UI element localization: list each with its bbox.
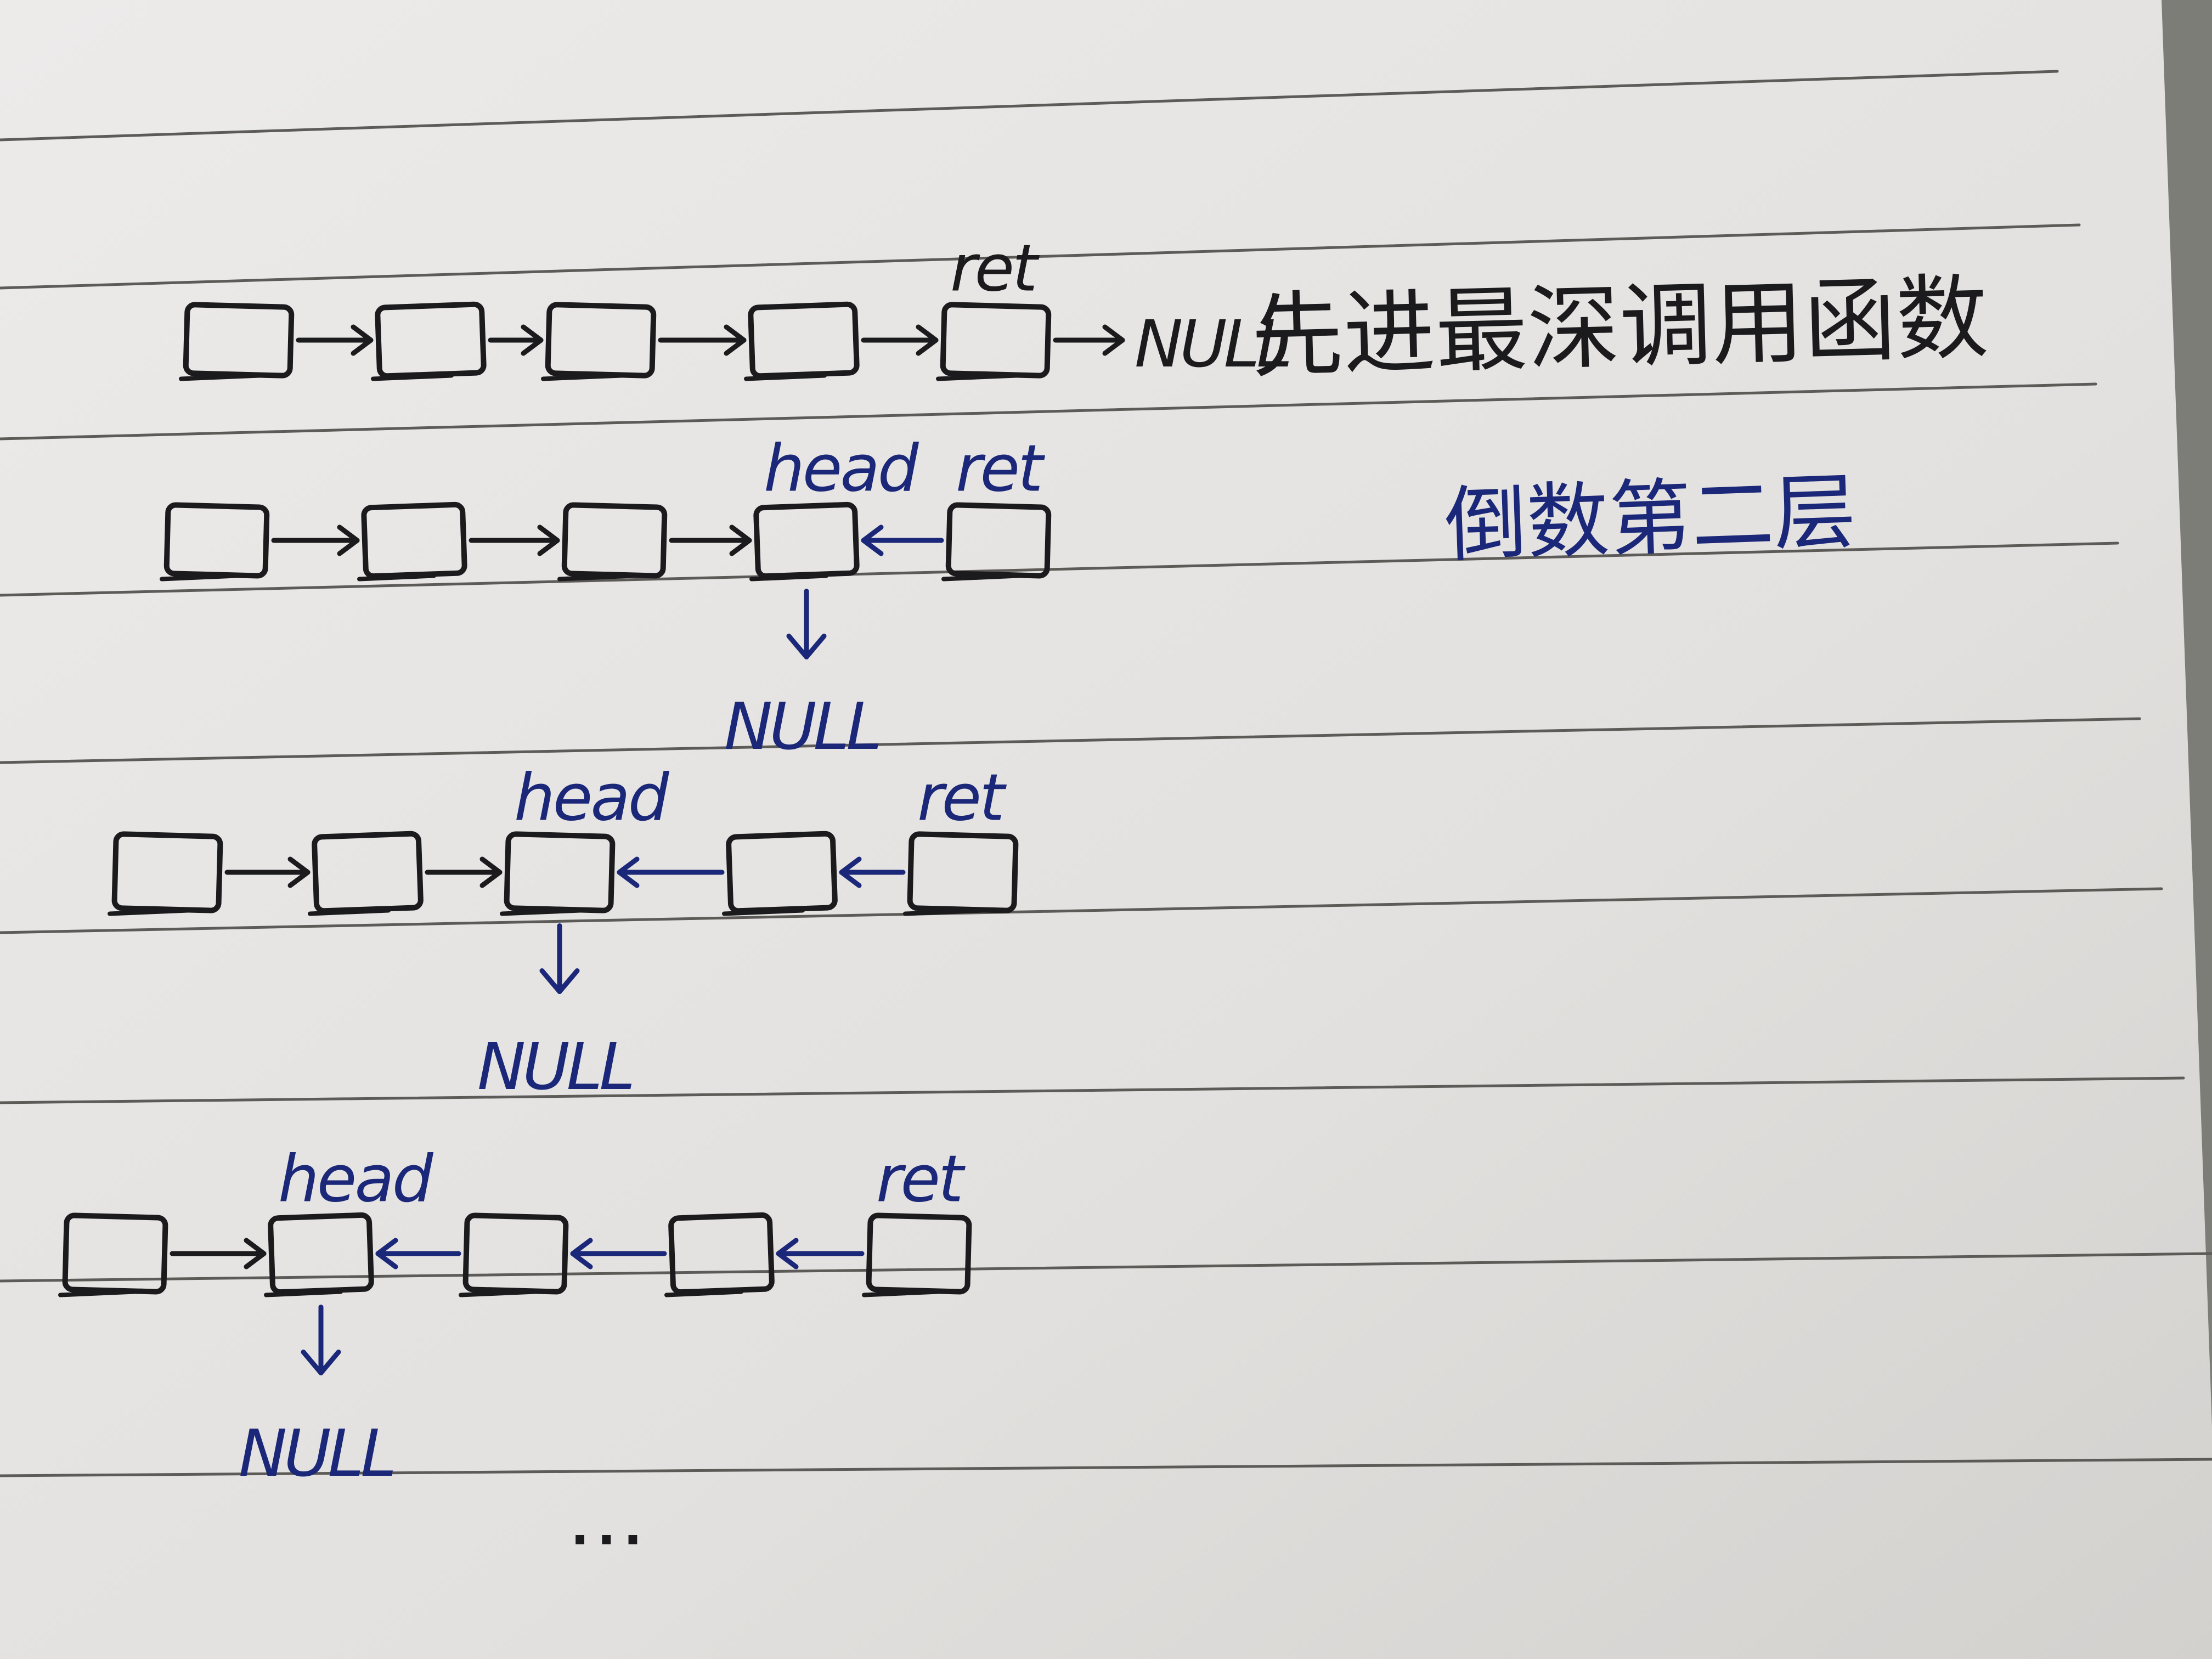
ruled-line-5: [0, 717, 2141, 764]
list-node-3-1-underline: [108, 908, 190, 916]
null-label-2: NULL: [724, 689, 879, 764]
ruled-line-3: [0, 382, 2097, 441]
list-node-4-2-underline: [264, 1289, 343, 1297]
list-node-3-2-underline: [308, 908, 391, 916]
ruled-line-1: [0, 70, 2059, 142]
ruled-line-4: [0, 541, 2119, 597]
pointer-label-2-1: head: [764, 431, 919, 506]
list-node-1-4-underline: [744, 373, 827, 381]
null-pointer-2-head: [786, 634, 827, 659]
ellipsis: ...: [571, 1499, 650, 1556]
next-pointer-2-3-head: [729, 524, 752, 556]
ruled-line-2: [0, 223, 2081, 290]
reversed-pointer-3-3-head: [617, 856, 640, 888]
next-pointer-1-2-head: [521, 324, 544, 356]
next-pointer-1-3-head: [724, 324, 747, 356]
list-node-3-3-underline: [500, 908, 583, 916]
null-pointer-3-head: [539, 968, 580, 994]
row1-null-tail: NULL: [1135, 306, 1289, 382]
reversed-pointer-4-3-head: [570, 1238, 593, 1269]
pointer-label-4-1: head: [278, 1141, 434, 1217]
list-node-4-5-underline: [862, 1289, 941, 1297]
pointer-label-2-2: ret: [956, 431, 1045, 506]
null-label-4: NULL: [239, 1415, 393, 1491]
pointer-label-3-1: head: [514, 760, 670, 836]
ruled-line-6: [0, 887, 2163, 934]
list-node-2-4-underline: [749, 573, 828, 582]
tail-pointer-1-head: [1102, 324, 1125, 356]
null-pointer-4-head: [301, 1350, 341, 1375]
list-node-2-3-underline: [557, 573, 636, 582]
next-pointer-3-1-head: [287, 856, 311, 888]
pointer-label-3-2: ret: [917, 760, 1007, 836]
reversed-pointer-2-4-head: [861, 524, 884, 556]
reversed-pointer-4-2-head: [375, 1238, 398, 1269]
handwritten-text: NULL 先进最深调用函数 倒数第二层 ...: [571, 264, 1990, 1556]
list-node-1-3-underline: [541, 373, 624, 381]
list-node-4-3-underline: [459, 1289, 538, 1297]
pointer-label-1-1: ret: [950, 230, 1040, 306]
list-node-3-5-underline: [903, 908, 986, 916]
null-label-3: NULL: [477, 1029, 632, 1104]
list-node-1-2-underline: [371, 373, 454, 381]
next-pointer-1-4-head: [916, 324, 939, 356]
pointer-label-4-2: ret: [876, 1141, 966, 1217]
list-node-2-2-underline: [357, 573, 436, 582]
reversed-pointer-4-4-head: [776, 1238, 799, 1269]
next-pointer-3-2-head: [479, 856, 503, 888]
diagram-row-1: ret: [179, 230, 1125, 381]
reversed-pointer-3-4-head: [839, 856, 862, 888]
row2-note: 倒数第二层: [1443, 464, 1858, 574]
row1-note: 先进最深调用函数: [1250, 264, 1990, 391]
list-node-2-1-underline: [160, 573, 239, 582]
list-node-2-5-underline: [941, 573, 1020, 582]
next-pointer-1-1-head: [351, 324, 374, 356]
list-node-1-5-underline: [936, 373, 1019, 381]
list-node-4-1-underline: [58, 1289, 137, 1297]
list-node-3-4-underline: [722, 908, 805, 916]
ruled-lines: [0, 70, 2212, 1477]
list-node-4-4-underline: [664, 1289, 743, 1297]
next-pointer-2-2-head: [537, 524, 560, 556]
ruled-line-9: [0, 1458, 2212, 1477]
next-pointer-4-1-head: [244, 1238, 267, 1269]
list-node-1-1-underline: [179, 373, 262, 381]
ruled-line-7: [0, 1076, 2185, 1104]
next-pointer-2-1-head: [337, 524, 360, 556]
